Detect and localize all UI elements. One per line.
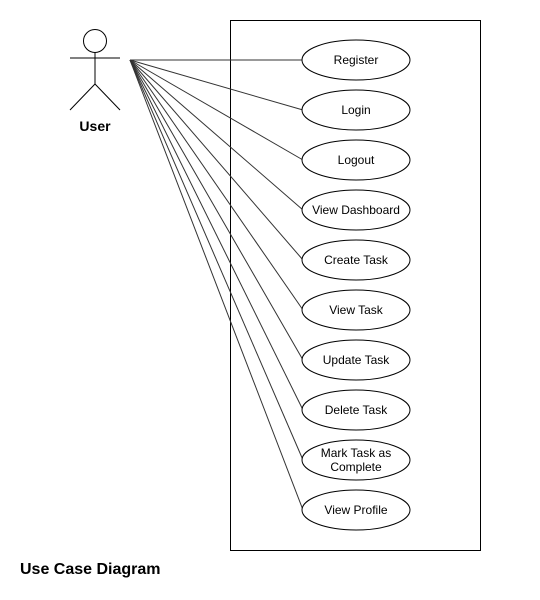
use-case-label: Logout	[338, 153, 375, 167]
use-case-view-task: View Task	[301, 289, 411, 331]
use-case-ellipse	[301, 239, 411, 281]
use-case-ellipse	[301, 289, 411, 331]
use-case-ellipse	[301, 389, 411, 431]
association-view-dashboard	[129, 59, 304, 211]
use-case-label: Delete Task	[325, 403, 388, 417]
use-case-ellipse	[301, 439, 411, 481]
use-case-label: View Profile	[324, 503, 387, 517]
association-login	[129, 59, 304, 111]
actor-user: User	[69, 29, 121, 134]
actor-right-leg	[94, 83, 121, 111]
use-case-label: Create Task	[324, 253, 389, 267]
actor-label: User	[79, 118, 111, 134]
association-update-task	[129, 59, 304, 361]
use-case-label: Complete	[330, 460, 382, 474]
use-case-ellipse	[301, 489, 411, 531]
use-case-view-dashboard: View Dashboard	[301, 189, 411, 231]
use-case-ellipse	[301, 89, 411, 131]
use-case-label: Mark Task as	[321, 446, 391, 460]
use-case-label: Update Task	[323, 353, 390, 367]
use-case-ellipse	[301, 139, 411, 181]
actor-left-leg	[69, 83, 96, 111]
use-case-label: Login	[341, 103, 370, 117]
use-case-login: Login	[301, 89, 411, 131]
diagram-caption: Use Case Diagram	[20, 561, 161, 578]
use-case-ellipse	[301, 339, 411, 381]
use-case-register: Register	[301, 39, 411, 81]
use-case-label: View Dashboard	[312, 203, 400, 217]
use-case-label: Register	[334, 53, 379, 67]
association-logout	[129, 59, 304, 161]
association-delete-task	[129, 59, 304, 411]
association-create-task	[129, 59, 304, 261]
use-case-logout: Logout	[301, 139, 411, 181]
use-case-update-task: Update Task	[301, 339, 411, 381]
association-mark-task-complete	[129, 59, 304, 461]
use-case-ellipse	[301, 189, 411, 231]
associations	[129, 59, 304, 511]
use-case-delete-task: Delete Task	[301, 389, 411, 431]
use-case-view-profile: View Profile	[301, 489, 411, 531]
association-view-task	[129, 59, 304, 311]
use-case-label: View Task	[329, 303, 384, 317]
association-view-profile	[129, 59, 304, 511]
use-case-create-task: Create Task	[301, 239, 411, 281]
use-case-ellipse	[301, 39, 411, 81]
actor-head	[83, 29, 107, 53]
